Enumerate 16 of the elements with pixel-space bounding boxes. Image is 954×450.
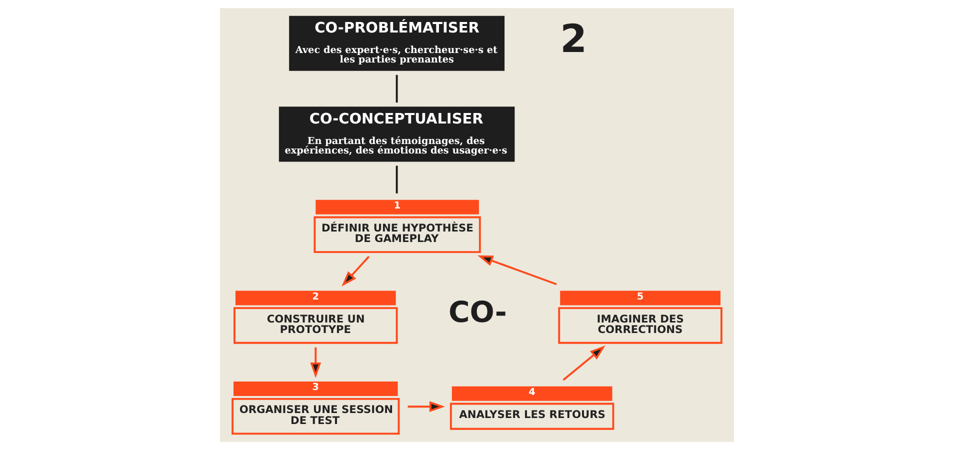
label: 2	[560, 17, 587, 62]
arrow	[310, 347, 322, 378]
connector	[396, 74, 398, 103]
node-label: 1	[394, 200, 401, 212]
node-label: 5	[636, 291, 644, 302]
node-label: 2	[312, 291, 320, 302]
node-box: CO-CONCEPTUALISER En partant des témoignages, des expériences, des émotions des usager·e·s	[278, 106, 515, 162]
node-label: 4	[528, 387, 536, 398]
arrow	[478, 255, 557, 286]
arrow	[408, 401, 445, 412]
label: CO-	[448, 295, 507, 330]
arrow	[562, 346, 606, 381]
node-label: 3	[312, 382, 320, 394]
node-box: CO-PROBLÉMATISER Avec des expert·e·s, chercheur·se·s et les parties prenantes	[289, 16, 505, 71]
connector	[396, 166, 398, 194]
arrow	[342, 256, 370, 286]
